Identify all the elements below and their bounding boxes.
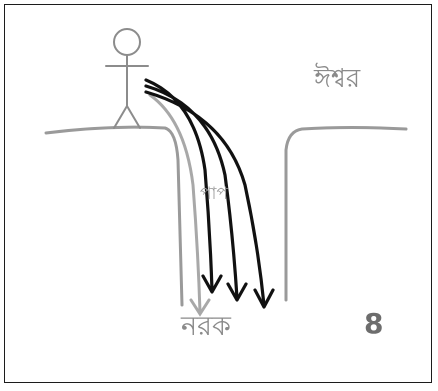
god-label: ঈশ্বর [314, 58, 360, 102]
page-number: 8 [364, 307, 383, 340]
ground-right [286, 128, 406, 301]
hell-label: নরক [181, 306, 231, 351]
ground-left [46, 127, 182, 305]
stick-figure-icon [106, 29, 148, 128]
sin-label: পাপ [200, 181, 228, 209]
